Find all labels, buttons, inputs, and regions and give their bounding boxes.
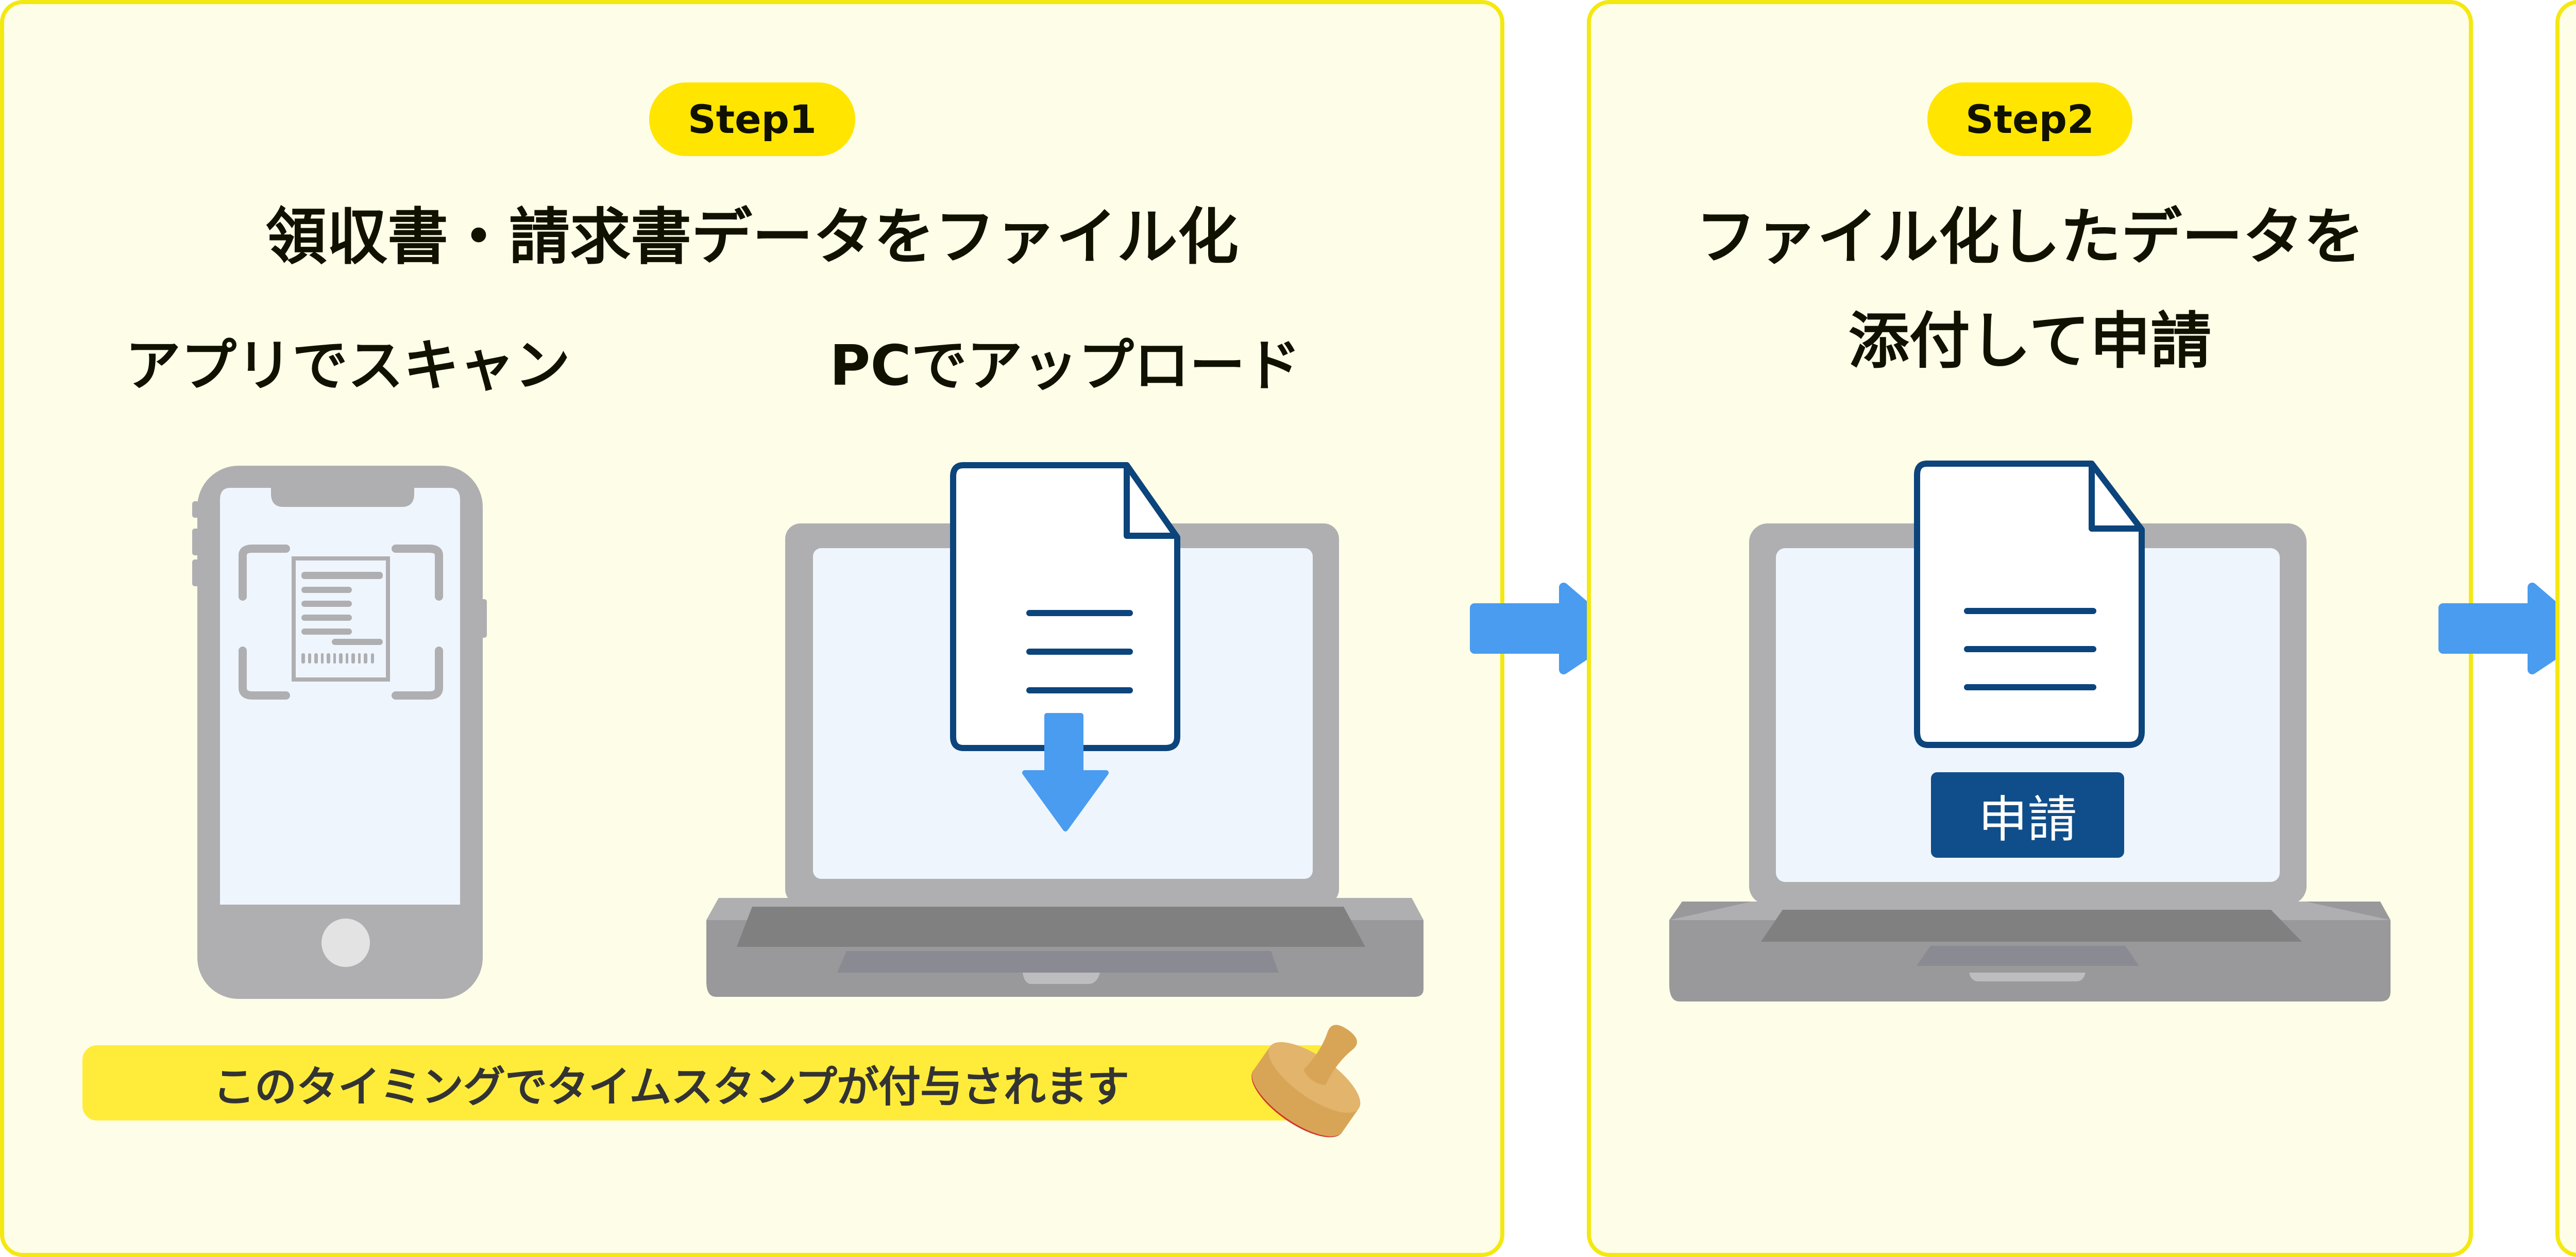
timestamp-note-text: このタイミングでタイムスタンプが付与されます bbox=[213, 1062, 1129, 1112]
step2-title-line1: ファイル化したデータを bbox=[1695, 201, 2364, 273]
step1-badge-label: Step1 bbox=[688, 96, 817, 142]
step2-badge: Step2 bbox=[1927, 82, 2132, 156]
method-scan-label: アプリでスキャン bbox=[125, 334, 570, 398]
timestamp-note-banner bbox=[82, 1045, 1333, 1120]
apply-button[interactable]: 申請 bbox=[1931, 772, 2124, 858]
step1-title: 領収書・請求書データをファイル化 bbox=[265, 201, 1239, 273]
step2-title-line2: 添付して申請 bbox=[1848, 305, 2212, 377]
laptop-upload-icon bbox=[706, 462, 1423, 997]
apply-button-label: 申請 bbox=[1978, 790, 2077, 848]
laptop-document-icon bbox=[1669, 461, 2391, 1001]
stamp-icon bbox=[1251, 1025, 1361, 1137]
step3-title: 内容を確認して承認 bbox=[2555, 206, 2576, 268]
step2-badge-label: Step2 bbox=[1965, 96, 2094, 142]
method-upload-label: PCでアップロード bbox=[829, 334, 1301, 398]
step3-panel bbox=[2555, 0, 2576, 1257]
smartphone-scan-icon bbox=[192, 466, 487, 999]
step1-badge: Step1 bbox=[649, 82, 855, 156]
